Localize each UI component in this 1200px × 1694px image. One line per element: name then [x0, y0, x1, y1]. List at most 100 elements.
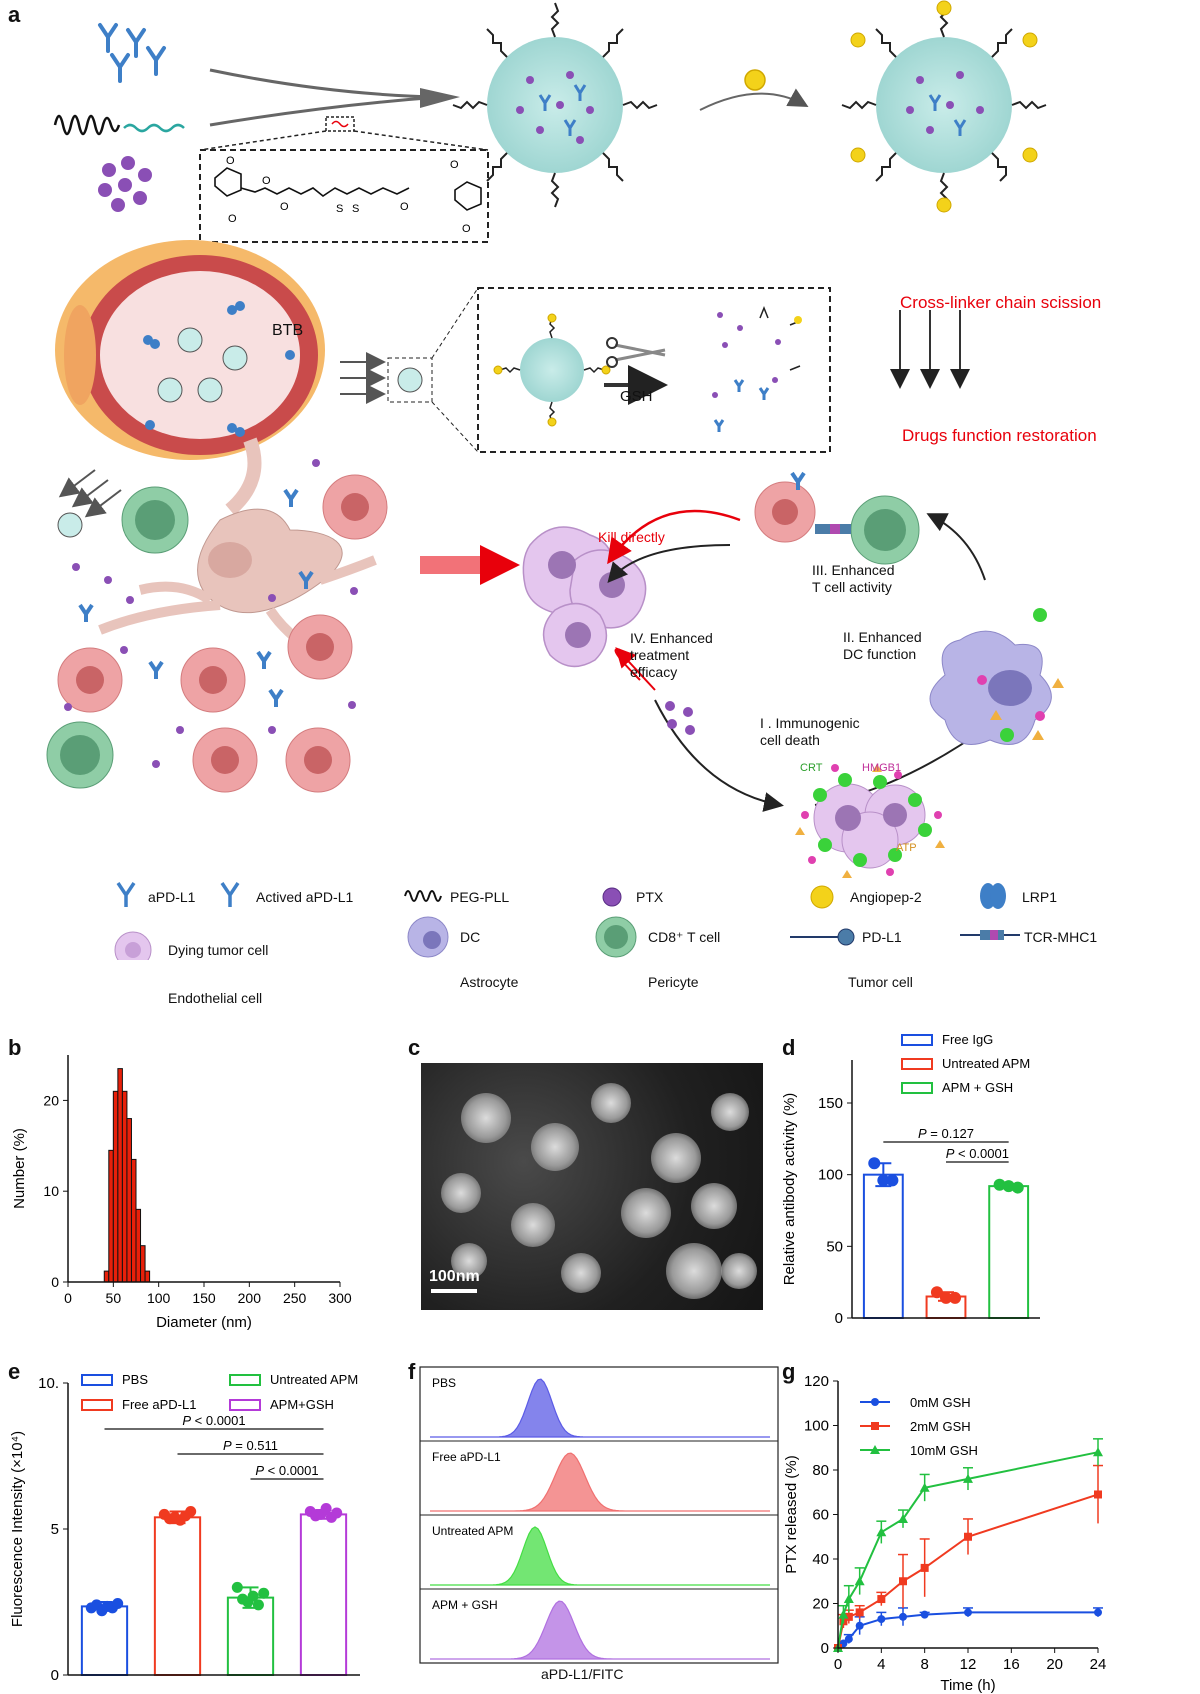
- dendritic-cell-icon: [930, 631, 1051, 744]
- histogram-bar: [122, 1091, 127, 1282]
- legend-label: 0mM GSH: [910, 1395, 971, 1410]
- y-tick-label: 120: [804, 1373, 829, 1390]
- data-point: [868, 1157, 880, 1169]
- data-point: [1094, 1490, 1102, 1498]
- data-point: [856, 1622, 864, 1630]
- gsh-label: GSH: [620, 388, 653, 405]
- y-tick-label: 80: [812, 1462, 829, 1479]
- nanoparticle-decorated-icon: [842, 1, 1046, 212]
- legend-label: 2mM GSH: [910, 1419, 971, 1434]
- legend-label: APM+GSH: [270, 1397, 334, 1412]
- crosslinker-structure: [215, 168, 481, 210]
- fit-curve: [838, 1612, 1098, 1648]
- x-axis-label: Time (h): [940, 1677, 995, 1694]
- legend-endo-label: Endothelial cell: [168, 990, 262, 1006]
- y-tick-label: 100: [818, 1167, 843, 1184]
- data-point: [899, 1613, 907, 1621]
- restoration-label: Drugs function restoration: [902, 426, 1097, 446]
- data-point: [1012, 1182, 1024, 1194]
- legend-ptx-icon: [603, 888, 621, 906]
- y-axis-label: Relative antibody activity (%): [781, 1093, 798, 1286]
- data-point: [899, 1577, 907, 1585]
- y-axis-label: Number (%): [11, 1128, 28, 1209]
- row-label: APM + GSH: [432, 1598, 498, 1612]
- kill-directly-label: Kill directly: [598, 529, 665, 545]
- legend-swatch: [82, 1375, 112, 1385]
- y-tick-label: 0: [51, 1274, 59, 1290]
- bar: [82, 1606, 127, 1675]
- y-tick-label: 100: [804, 1418, 829, 1435]
- histogram-bar: [145, 1271, 150, 1282]
- panel-f-xlabel: aPD-L1/FITC: [541, 1666, 623, 1682]
- blood-vessel-illustration: [55, 240, 325, 510]
- histogram-bar: [118, 1069, 123, 1282]
- x-tick-label: 12: [960, 1656, 977, 1673]
- x-tick-label: 0: [834, 1656, 842, 1673]
- data-point: [876, 1527, 886, 1536]
- legend-label: 10mM GSH: [910, 1443, 978, 1458]
- immunogenic-cell-death-cluster: [814, 784, 925, 868]
- atp-label: ATP: [896, 842, 917, 854]
- data-point: [964, 1608, 972, 1616]
- data-point: [877, 1615, 885, 1623]
- data-point: [921, 1611, 929, 1619]
- chart-d-antibody-activity: 050100150Relative antibody activity (%)F…: [780, 1030, 1200, 1350]
- peg-pll-wave-icon: [55, 116, 119, 134]
- svg-text:O: O: [228, 213, 237, 225]
- data-point: [258, 1588, 269, 1599]
- data-point: [856, 1608, 864, 1616]
- panel-label-c: c: [408, 1035, 420, 1061]
- legend-apdl1-icon: [118, 883, 134, 907]
- x-tick-label: 16: [1003, 1656, 1020, 1673]
- fit-curve: [838, 1494, 1098, 1648]
- legend-actived-label: Actived aPD-L1: [256, 889, 353, 905]
- legend-actived-apdl1-icon: [222, 883, 238, 907]
- legend-label: Free IgG: [942, 1032, 993, 1047]
- bar: [301, 1514, 346, 1675]
- histogram-bar: [113, 1091, 118, 1282]
- x-tick-label: 100: [147, 1290, 171, 1306]
- data-point: [949, 1292, 961, 1304]
- btb-label: BTB: [272, 322, 303, 340]
- svg-text:O: O: [226, 155, 235, 167]
- data-point: [844, 1594, 854, 1603]
- svg-text:O: O: [462, 223, 471, 235]
- p-value-label: P < 0.0001: [182, 1413, 245, 1428]
- legend-pericyte-label: Pericyte: [648, 974, 699, 990]
- histogram-curve: [430, 1379, 770, 1437]
- x-tick-label: 200: [238, 1290, 262, 1306]
- scale-bar-label: 100nm: [429, 1268, 480, 1286]
- x-tick-label: 24: [1090, 1656, 1107, 1673]
- y-tick-label: 10.: [38, 1375, 59, 1392]
- legend-astro-label: Astrocyte: [460, 974, 518, 990]
- legend-lrp1-label: LRP1: [1022, 889, 1057, 905]
- x-axis-label: Diameter (nm): [156, 1314, 252, 1331]
- bar: [989, 1186, 1028, 1318]
- y-tick-label: 40: [812, 1551, 829, 1568]
- scale-bar: [431, 1289, 477, 1293]
- legend-dying-tumor-icon: [115, 932, 151, 960]
- legend-swatch: [902, 1035, 932, 1045]
- legend-tcr-label: TCR-MHC1: [1024, 929, 1097, 945]
- x-tick-label: 300: [328, 1290, 352, 1306]
- legend-label: Untreated APM: [942, 1056, 1030, 1071]
- legend-swatch: [230, 1375, 260, 1385]
- antibody-group-icon: [100, 25, 164, 81]
- legend-label: Untreated APM: [270, 1372, 358, 1387]
- svg-text:O: O: [400, 201, 409, 213]
- svg-text:O: O: [280, 201, 289, 213]
- data-point: [112, 1598, 123, 1609]
- bar: [864, 1175, 903, 1318]
- x-tick-label: 0: [64, 1290, 72, 1306]
- y-tick-label: 20: [43, 1092, 59, 1108]
- legend-swatch: [902, 1083, 932, 1093]
- row-label: Untreated APM: [432, 1524, 513, 1538]
- p-value-label: P < 0.0001: [946, 1146, 1009, 1161]
- legend-swatch: [902, 1059, 932, 1069]
- legend-label: Free aPD-L1: [122, 1397, 196, 1412]
- legend-marker: [871, 1398, 879, 1406]
